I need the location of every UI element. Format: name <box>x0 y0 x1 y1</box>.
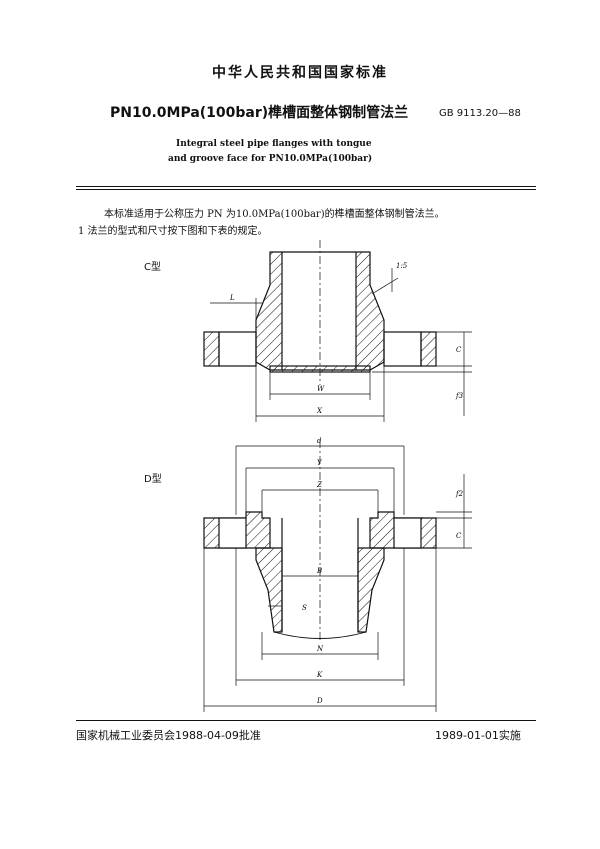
d-dim-f2: f2 <box>455 490 464 498</box>
header-rule-top <box>76 186 536 187</box>
d-dim-Z: Z <box>316 481 322 489</box>
d-dim-D: D <box>316 697 323 705</box>
c-dim-W: W <box>317 385 325 393</box>
d-dim-C: C <box>456 532 462 540</box>
d-dim-d: d <box>317 437 322 445</box>
clause-1-paragraph: 1 法兰的型式和尺寸按下图和下表的规定。 <box>78 226 268 237</box>
c-dim-C: C <box>456 346 462 354</box>
c-dim-slope: 1:5 <box>396 262 408 270</box>
c-type-flange-drawing <box>203 240 472 422</box>
d-type-flange-drawing <box>203 440 472 712</box>
d-dim-K: K <box>316 671 323 679</box>
effective-date: 1989-01-01实施 <box>435 729 521 742</box>
english-title-line1: Integral steel pipe flanges with tongue <box>176 139 372 149</box>
c-dim-X: X <box>316 407 323 415</box>
d-dim-Y: Y <box>317 459 323 467</box>
document-title: PN10.0MPa(100bar)榫槽面整体钢制管法兰 <box>110 105 409 121</box>
d-dim-N: N <box>316 645 324 653</box>
english-title-line2: and groove face for PN10.0MPa(100bar) <box>168 154 373 164</box>
footer-rule <box>76 720 536 721</box>
c-type-label: C型 <box>144 262 161 273</box>
scope-paragraph: 本标准适用于公称压力 PN 为10.0MPa(100bar)的榫槽面整体钢制管法… <box>104 209 445 220</box>
approval-note: 国家机械工业委员会1988-04-09批准 <box>76 729 261 742</box>
d-dim-S: S <box>302 604 307 612</box>
d-type-label: D型 <box>144 474 162 485</box>
d-dim-B: B <box>316 567 322 575</box>
c-dim-L: L <box>229 294 235 302</box>
standard-number: GB 9113.20—88 <box>439 108 521 119</box>
header-rule-bottom <box>76 189 536 190</box>
org-header: 中华人民共和国国家标准 <box>212 65 388 81</box>
c-dim-f3: f3 <box>455 392 464 400</box>
